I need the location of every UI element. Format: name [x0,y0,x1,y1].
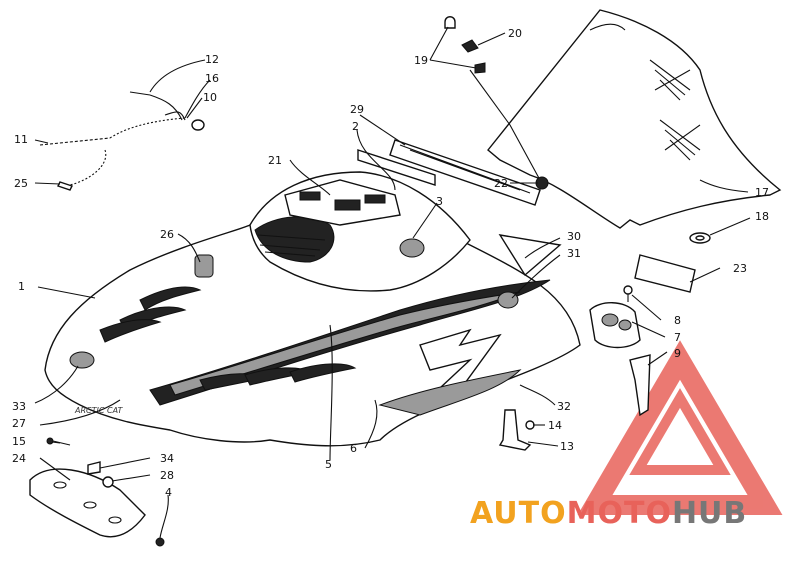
callout-10: 10 [203,91,217,104]
callout-7: 7 [674,331,681,344]
callout-28: 28 [160,469,174,482]
bracket-9 [629,354,651,417]
callout-25: 25 [14,177,28,190]
callout-22: 22 [494,177,508,190]
housing-7 [589,302,641,349]
fastener-19-20 [444,16,486,74]
dash-decal [284,179,401,226]
callout-5: 5 [325,458,332,471]
fastener-8 [623,285,633,302]
callout-1: 1 [18,280,25,293]
callout-20: 20 [508,27,522,40]
callout-3: 3 [436,195,443,208]
callout-6: 6 [350,442,357,455]
callout-24: 24 [12,452,26,465]
callout-15: 15 [12,435,26,448]
watermark-hub: HUB [672,496,747,531]
bracket-13 [498,409,535,451]
callout-18: 18 [755,210,769,223]
callout-9: 9 [674,347,681,360]
callout-27: 27 [12,417,26,430]
top-decals [357,139,541,206]
callout-29: 29 [350,103,364,116]
washer-18 [689,232,711,244]
callout-4: 4 [165,486,172,499]
callout-11: 11 [14,133,28,146]
callout-13: 13 [560,440,574,453]
svg-text:AUTOMOTOHUB: AUTOMOTOHUB [470,496,747,531]
callout-32: 32 [557,400,571,413]
callout-31: 31 [567,247,581,260]
callout-8: 8 [674,314,681,327]
callout-labels: 1 2 3 4 5 6 7 8 9 10 11 12 13 14 15 16 1… [12,27,769,499]
watermark-triangle [577,340,783,515]
callout-12: 12 [205,53,219,66]
callout-14: 14 [548,419,562,432]
watermark-logo: AUTOMOTOHUB [470,496,747,531]
callout-16: 16 [205,72,219,85]
windshield [487,9,782,229]
watermark-moto: MOTO [567,496,672,531]
callout-21: 21 [268,154,282,167]
watermark-auto: AUTO [470,496,567,531]
leader-lines [34,26,751,539]
cable-harness [39,91,205,191]
reflector-23 [634,254,696,293]
callout-19: 19 [414,54,428,67]
skid-plate-24 [29,468,146,538]
callout-2: 2 [352,120,359,133]
callout-23: 23 [733,262,747,275]
fasteners-lower [46,437,165,547]
callout-34: 34 [160,452,174,465]
callout-33: 33 [12,400,26,413]
callout-30: 30 [567,230,581,243]
callout-26: 26 [160,228,174,241]
callout-17: 17 [755,186,769,199]
